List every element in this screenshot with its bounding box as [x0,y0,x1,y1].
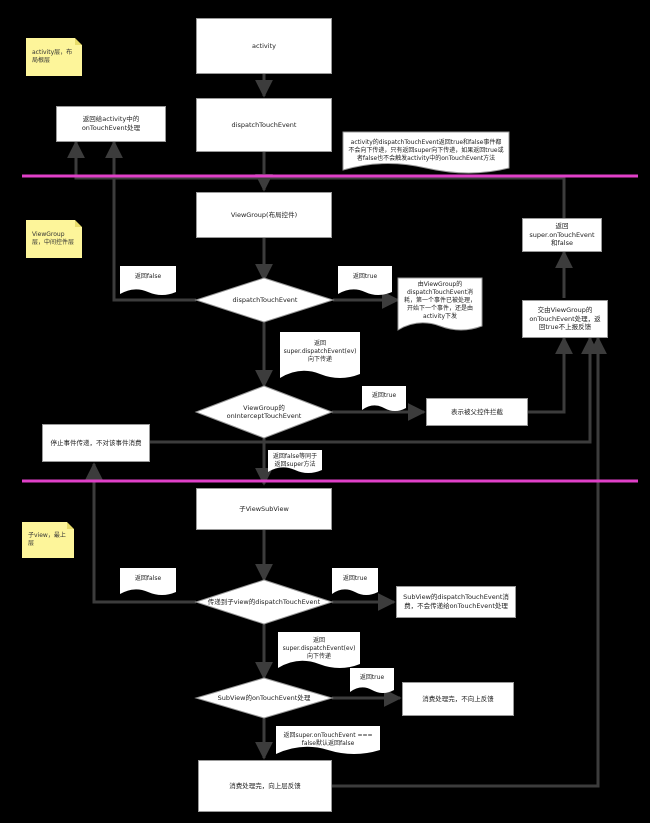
vg-dispatch-diamond [194,277,335,323]
sub-consumed-box: SubView的dispatchTouchEvent消费，不会传递给onTouc… [396,586,516,618]
note-shape-vg-super [280,332,360,378]
arrow-vg-false-to-activity [105,140,196,302]
sub-consume-box: 消费处理完，不向上反馈 [402,682,514,716]
vg-super-note: 返回super.dispatchEvent(ev)向下传递 [283,339,357,364]
activity-box: activity [196,18,332,74]
note-shape-sub-super [278,632,360,668]
sub-ontouch-label: SubView的onTouchEvent处理 [217,693,311,702]
sub-super-note: 返回super.dispatchEvent(ev)向下传递 [282,636,356,661]
vg-intercept-diamond [194,385,334,439]
vg-intercept-true-note: 返回true [371,391,397,399]
layer-label-activity: activity层，布局根层 [26,38,82,76]
layer-label-viewgroup: ViewGroup层，中间控件层 [26,220,82,258]
sub-ontouch-diamond [194,677,334,719]
vg-return-super-box: 返回super.onTouchEvent和false [522,218,602,252]
vg-return-true-note: 返回true [352,272,378,280]
note-shape-vg-true [338,266,392,295]
sub-return-true-note: 返回true [342,574,368,582]
arrow-super-to-activity [67,140,566,218]
note-shape-vg-false [120,266,176,295]
note-shape-sub-true [332,568,378,595]
sub-final-box: 消费处理完，向上层反馈 [198,760,332,812]
note-shape-sub-false [120,568,176,595]
sub-super-false-note: 返回super.onTouchEvent === false默认返回false [283,731,373,747]
activity-dispatch-box: dispatchTouchEvent [196,98,332,152]
vg-return-false-note: 返回false [134,272,162,280]
vg-dispatch-label: dispatchTouchEvent [232,295,298,304]
vg-consumed-note: 由ViewGroup的dispatchTouchEvent消耗，第一个事件已被处… [404,280,477,321]
note-shape-intercept-false [268,450,322,473]
layer-label-subview: 子view，最上层 [22,522,74,558]
arrow-intercept-to-ontouch [528,336,573,414]
note-shape-sub-super-false [276,726,380,754]
note-shape-ontouch-true [350,668,394,693]
arrow-sub-false-to-stop [85,462,196,604]
sub-ontouch-true-note: 返回true [359,673,385,681]
vg-stop-box: 停止事件传递，不对该事件消费 [42,424,150,462]
sub-dispatch-label: 传递到子view的dispatchTouchEvent [207,597,321,606]
activity-dispatch-note: activity的dispatchTouchEvent返回true和false事… [348,138,504,163]
sub-dispatch-diamond [194,579,334,625]
sub-return-false-note: 返回false [134,574,162,582]
line-stop-to-ontouch [150,336,599,444]
vg-intercept-label: ViewGroup的onInterceptTouchEvent [226,403,302,420]
activity-ontouch-box: 返回给activity中的onTouchEvent处理 [56,106,166,142]
vg-intercept-false-note: 返回false等同于返回super方法 [272,452,318,468]
note-shape-activity [342,131,510,174]
vg-ontouch-box: 交由ViewGroup的onTouchEvent处理，返回true不上报反馈 [522,300,608,338]
vg-intercepted-box: 表示被父控件拦截 [426,398,528,426]
note-shape-consumed [397,277,483,331]
subview-box: 子ViewSubView [196,488,332,530]
note-shape-intercept-true [362,386,406,411]
arrow-final-up [332,336,607,788]
viewgroup-box: ViewGroup(布局控件) [196,192,332,238]
